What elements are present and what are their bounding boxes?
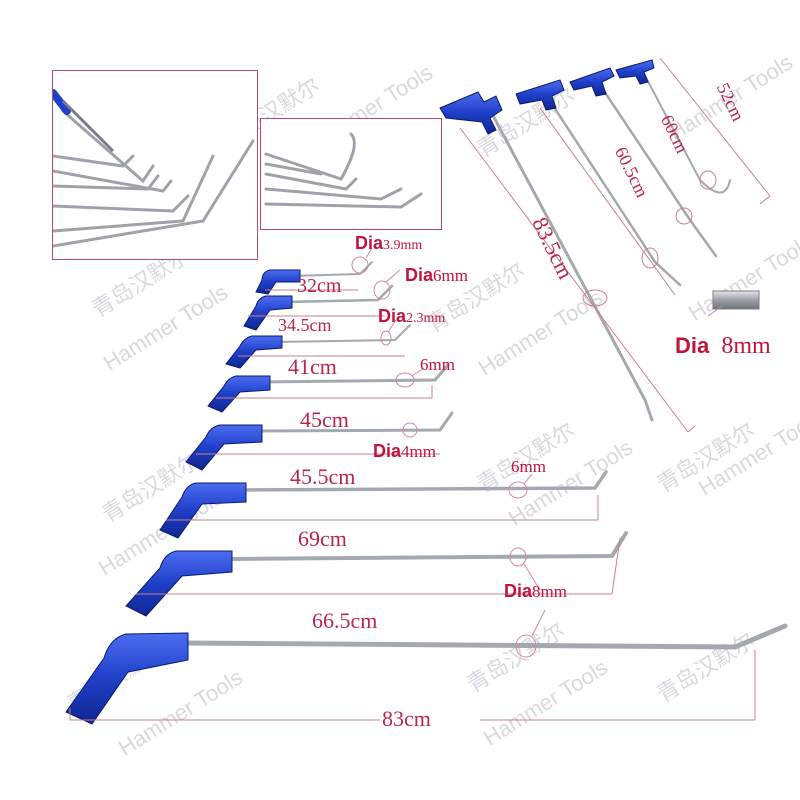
rod-segment xyxy=(712,290,760,310)
hook-closeup-drawing xyxy=(264,132,423,209)
diameter-label: 6mm xyxy=(420,355,455,374)
handle-45.5cm xyxy=(185,424,263,471)
tool-length-label: 83cm xyxy=(382,706,431,731)
rod-66.5cm xyxy=(223,531,628,561)
tool-length-label: 41cm xyxy=(288,354,337,379)
handle-45cm xyxy=(207,375,271,413)
t-rod-60.5cm xyxy=(546,96,682,287)
handle-69cm xyxy=(159,482,247,539)
tool-length-label: 45cm xyxy=(300,407,349,432)
tip-closeup-inset-1 xyxy=(49,70,258,260)
rod-41cm xyxy=(274,324,411,343)
tool-length-label: 34.5cm xyxy=(278,315,332,335)
tool-length-label: 45.5cm xyxy=(290,464,356,489)
tool-length-label: 69cm xyxy=(298,526,347,551)
handle-83cm xyxy=(65,632,189,725)
t-rod-60cm xyxy=(596,80,718,258)
rod-45cm xyxy=(258,363,450,384)
t-handle-52cm xyxy=(615,59,655,85)
rod-32cm xyxy=(289,261,373,277)
diameter-label-large: Dia 8mm xyxy=(675,333,771,359)
rod-34.5cm xyxy=(283,284,394,304)
handle-66.5cm xyxy=(125,550,233,617)
tool-length-label: 66.5cm xyxy=(312,608,378,633)
tip-closeup-drawing xyxy=(49,89,255,248)
diameter-label: Dia8mm xyxy=(504,581,567,601)
rod-45.5cm xyxy=(253,411,454,433)
diameter-label: Dia6mm xyxy=(405,265,468,285)
rod-83cm xyxy=(182,623,788,650)
diameter-label: Dia3.9mm xyxy=(355,233,423,253)
rod-69cm xyxy=(238,470,608,492)
diameter-label: 6mm xyxy=(511,457,546,476)
diameter-label: Dia2.3mm xyxy=(378,306,446,326)
t-rod-83.5cm xyxy=(488,108,654,422)
diameter-label: Dia4mm xyxy=(373,441,436,461)
t-handle-60cm xyxy=(569,67,615,97)
t-handle-60.5cm xyxy=(515,79,565,111)
t-handle-83.5cm xyxy=(439,91,503,135)
handle-34.5cm xyxy=(243,295,293,331)
tool-length-label: 32cm xyxy=(297,275,342,297)
tip-closeup-inset-2 xyxy=(260,118,442,230)
handle-41cm xyxy=(225,335,283,369)
